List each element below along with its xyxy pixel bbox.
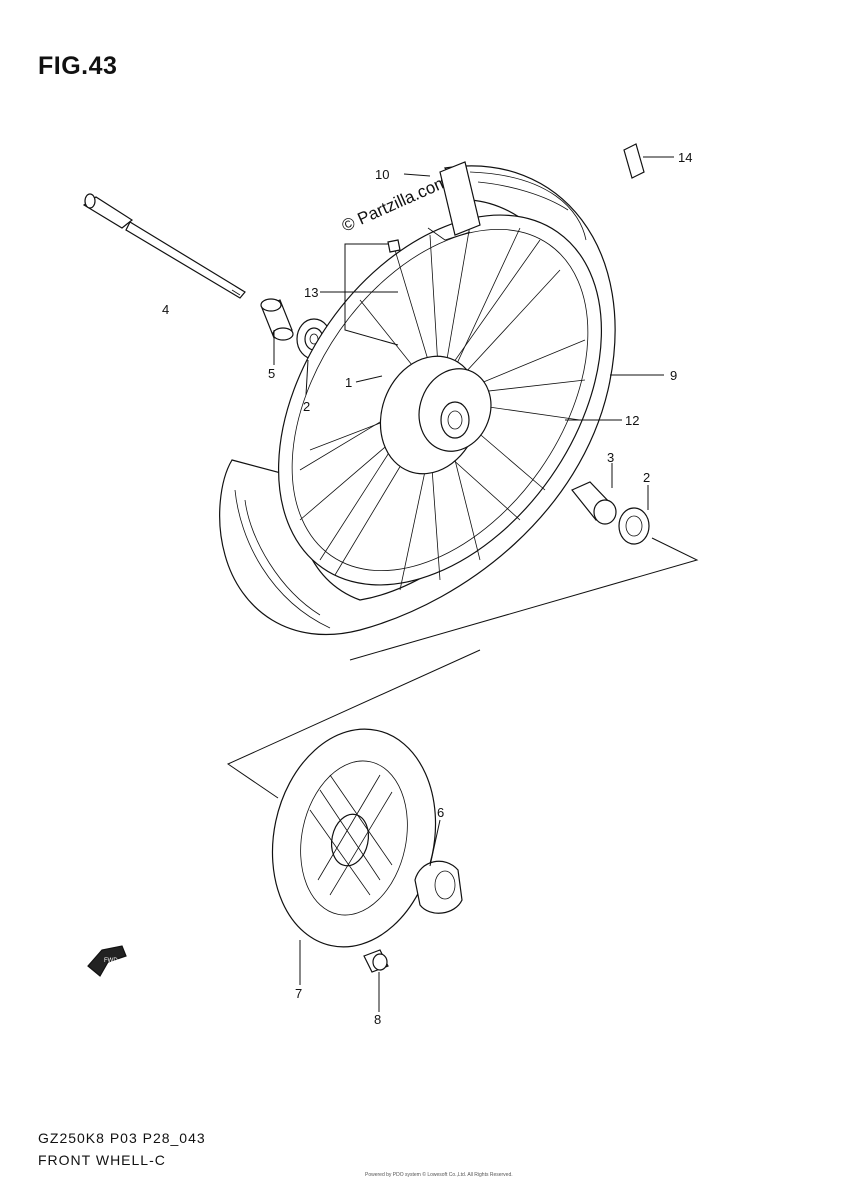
hub-part[interactable] (364, 342, 502, 488)
spacer-part[interactable] (260, 298, 294, 341)
callout-4: 4 (162, 302, 169, 317)
speedometer-gearbox-part[interactable] (414, 860, 463, 914)
fwd-arrow-icon: FWD (87, 945, 127, 977)
figure-title: FIG.43 (38, 52, 118, 80)
callout-5: 5 (268, 366, 275, 381)
watermark: © Partzilla.com (339, 172, 451, 236)
callout-8: 8 (374, 1012, 381, 1027)
bearing-right-part[interactable] (618, 507, 650, 545)
callout-2-right: 2 (643, 470, 650, 485)
callout-3: 3 (607, 450, 614, 465)
callout-13: 13 (304, 285, 318, 300)
spokes-part[interactable] (299, 224, 586, 591)
assembly-name: FRONT WHELL-C (38, 1152, 166, 1168)
spacer-right-part[interactable] (571, 481, 617, 525)
callout-12: 12 (625, 413, 639, 428)
axle-part[interactable] (82, 193, 246, 299)
callout-14: 14 (678, 150, 692, 165)
watermark-text: © Partzilla.com (339, 172, 451, 236)
assembly-guide-line (349, 537, 699, 661)
spoke-nipple-part[interactable] (387, 239, 401, 253)
disc-bolt-part[interactable] (363, 949, 389, 973)
callout-9: 9 (670, 368, 677, 383)
callout-1: 1 (345, 375, 352, 390)
brake-disc-part[interactable] (253, 714, 455, 962)
model-code: GZ250K8 P03 P28_043 (38, 1130, 206, 1146)
callout-6: 6 (437, 805, 444, 820)
copyright-footnote: Powered by PDO system © Lowesoft Co.,Ltd… (365, 1172, 513, 1178)
callout-2-left: 2 (303, 399, 310, 414)
callout-10: 10 (375, 167, 389, 182)
assembly-guide-line (226, 649, 481, 799)
callout-7: 7 (295, 986, 302, 1001)
fwd-label: FWD (104, 958, 118, 964)
tire-valve-part[interactable] (427, 161, 481, 241)
valve-cap-part[interactable] (623, 143, 645, 179)
